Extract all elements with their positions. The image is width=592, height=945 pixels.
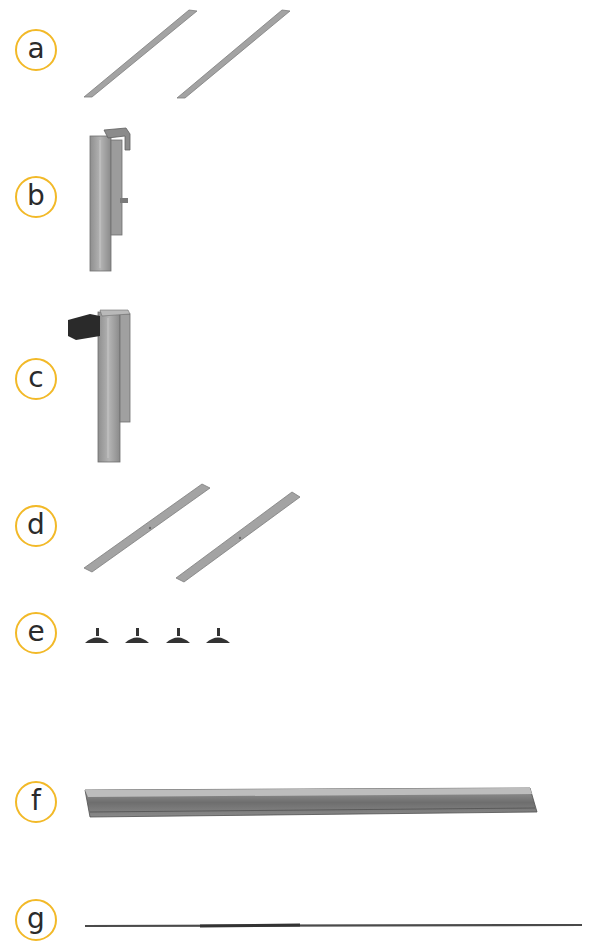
callout-circle: c	[15, 358, 57, 400]
callout-letter: a	[27, 35, 44, 63]
leg-left	[90, 128, 130, 271]
callout-letter: b	[27, 182, 45, 210]
callout-circle: a	[15, 29, 57, 71]
callout-letter: d	[27, 511, 45, 539]
cross-beam	[85, 788, 537, 817]
leg-right	[68, 310, 130, 462]
callout-letter: f	[31, 787, 41, 815]
callout-circle: f	[15, 781, 57, 823]
callout-letter: c	[28, 364, 43, 392]
callout-circle: g	[15, 899, 57, 941]
callout-letter: e	[27, 618, 44, 646]
callout-circle: b	[15, 176, 57, 218]
drive-rod	[85, 925, 582, 926]
callout-circle: d	[15, 505, 57, 547]
side-rail	[84, 10, 290, 98]
callout-letter: g	[27, 905, 45, 933]
levelling-foot	[85, 628, 230, 643]
callout-circle: e	[15, 612, 57, 654]
foot-rail	[84, 484, 300, 582]
